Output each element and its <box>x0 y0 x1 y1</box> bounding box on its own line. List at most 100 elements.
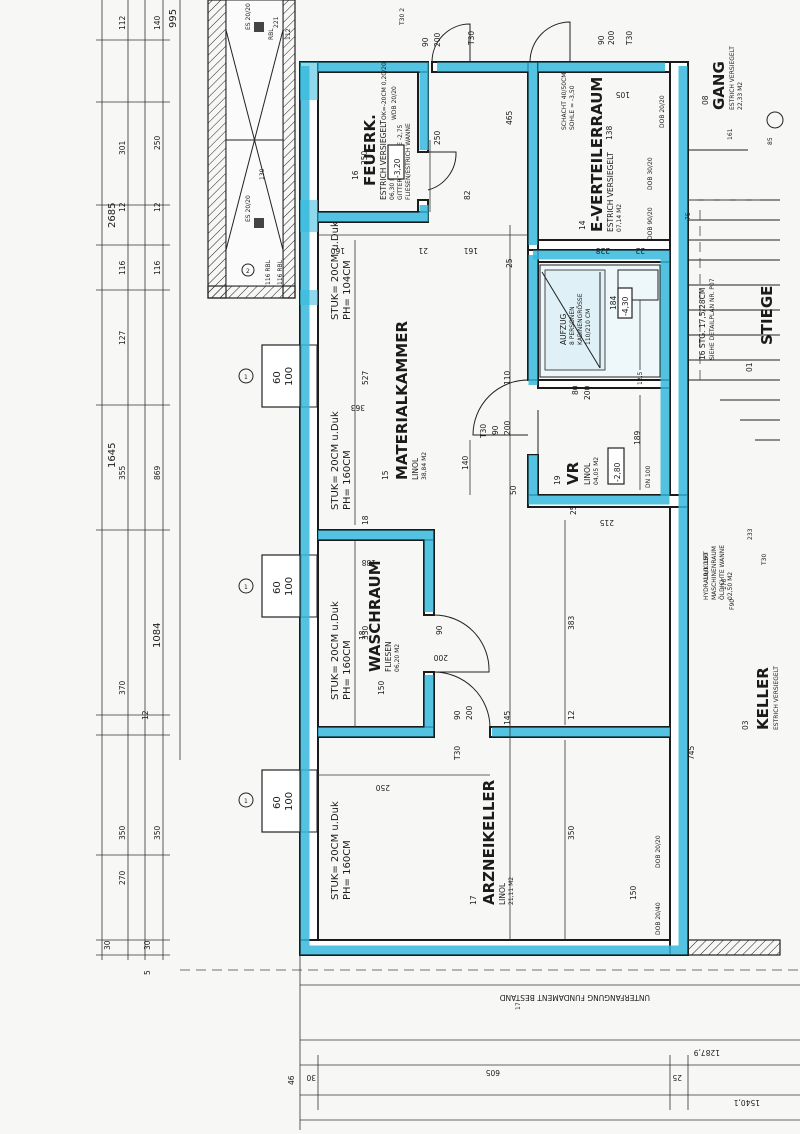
d-ev-228: 228 <box>595 246 610 255</box>
dim-112: 112 <box>118 15 127 30</box>
d-lift-383: 383 <box>567 615 576 630</box>
foundation-label: UNTERFANGUNG FUNDAMENT BESTAND <box>500 993 650 1002</box>
d-82: 82 <box>463 190 472 200</box>
left-dimension-labels: 2685 1645 1084 995 112 301 12 116 127 35… <box>103 9 179 975</box>
ev-area: 07,14 M2 <box>616 204 623 232</box>
win1-marker: 1 <box>244 374 248 381</box>
room-hydraulik: HYDRAULIKLUFT MASCHINENRAUM ÖLDICHTE WAN… <box>703 545 734 600</box>
d-mat-door-a: 90 <box>491 425 500 435</box>
left-dimension-lines <box>96 0 181 960</box>
dim-2685: 2685 <box>107 203 118 228</box>
stiege-name: STIEGE <box>758 286 776 345</box>
d-ev-105: 105 <box>615 90 630 99</box>
ks-150: 19/1 150 <box>703 553 710 580</box>
dim-116b: 116 <box>153 260 162 275</box>
ks-170: 170 <box>721 578 728 590</box>
d-arz-door-t: T30 <box>453 746 462 761</box>
d-12-mid: 12 <box>567 710 576 720</box>
room-vr: 19 VR LINOL 04,05 M2 -2,80 <box>553 447 625 485</box>
vr-level: -2,80 <box>613 462 622 482</box>
ev-floor: ESTRICH VERSIEGELT <box>606 152 615 232</box>
ev-name: E-VERTEILERRAUM <box>588 77 606 232</box>
d-feuerk-w: 250 <box>360 150 369 165</box>
lift-name: AUFZUG <box>559 313 568 345</box>
d-21: 21 <box>418 246 428 255</box>
dob-5: DOB 20/20 <box>659 95 666 128</box>
dim-12c: 12 <box>153 202 162 212</box>
d-arz-w: 250 <box>375 783 390 792</box>
gang-floor: ESTRICH VERSIEGELT <box>729 46 736 110</box>
mat-name: MATERIALKAMMER <box>393 321 411 480</box>
dim-270: 270 <box>118 870 127 885</box>
d-1540: 1540,1 <box>734 1098 760 1107</box>
mat-ph-mid: PH= 160CM <box>342 450 353 510</box>
d-door-a2: 90 <box>597 35 606 45</box>
wasch-floor: FLIESEN <box>384 641 393 672</box>
mat-stuk-top: STUK= 20CM u.Duk <box>330 221 341 320</box>
dim-350: 350 <box>118 825 127 840</box>
d-mat-140: 140 <box>461 455 470 470</box>
dim-350b: 350 <box>153 825 162 840</box>
marker-2: 2 <box>246 268 250 275</box>
lift-cabin2: 110/210 CM <box>585 309 592 345</box>
feuerk-area: 06,30 M2 <box>389 172 396 200</box>
dob-1: DOB 20/20 <box>655 835 662 868</box>
ks-85: 85 <box>767 137 774 145</box>
doors <box>418 21 571 728</box>
es-label-2: ES 20/20 <box>245 195 252 222</box>
shaft-labels: ES 20/20 ES 20/20 RBL 130 221 112 116 RB… <box>245 3 292 285</box>
d-wash-door-a: 90 <box>435 625 444 635</box>
arz-floor: LINOL <box>498 882 507 905</box>
win1-w: 60 <box>272 371 283 384</box>
room-gang: 08 GANG ESTRICH VERSIEGELT 22,33 M2 <box>701 46 744 110</box>
room-keller: 03 KELLER ESTRICH VERSIEGELT <box>741 666 780 730</box>
es-label-1: ES 20/20 <box>245 3 252 30</box>
arz-name: ARZNEIKELLER <box>480 779 498 905</box>
d-wash-door-b: 200 <box>433 653 448 662</box>
win2-w: 60 <box>272 581 283 594</box>
d-feuerk-h: 250 <box>433 130 442 145</box>
hyd-floor: ÖLDICHTE WANNE <box>719 545 726 600</box>
mat-floor: LINOL <box>411 457 420 480</box>
feuerk-note2: FLIESEN/ESTRICH WANNE <box>405 123 412 200</box>
d-lift-189: 189 <box>633 430 642 445</box>
ks-233: 233 <box>747 528 754 540</box>
feuerk-number: 16 <box>351 170 360 180</box>
room-arznei: 17 ARZNEIKELLER LINOL 21,11 M2 STUK= 20C… <box>330 779 515 905</box>
dim-1645: 1645 <box>107 443 118 468</box>
arz-ph: PH= 160CM <box>342 840 353 900</box>
d-wash-h: 330 <box>361 625 370 640</box>
shaft-221: 221 <box>273 16 280 28</box>
ev-shaft2: SOHLE = -3,50 <box>569 85 576 130</box>
d-mat-door-b: 200 <box>503 420 512 435</box>
feuerk-vent2: WDB 20/20 <box>391 86 398 120</box>
arz-stuk: STUK= 20CM u.Duk <box>330 801 341 900</box>
bottom-lines <box>180 939 800 1130</box>
elevator <box>539 264 661 378</box>
stiege-number: 01 <box>745 362 754 372</box>
dim-301: 301 <box>118 140 127 155</box>
vr-name: VR <box>564 461 582 485</box>
win3-marker: 1 <box>244 798 248 805</box>
dim-370: 370 <box>118 680 127 695</box>
dim-12b: 12 <box>141 710 150 720</box>
d-30-bottom: 30 <box>306 1073 316 1082</box>
shaft-112: 112 <box>285 28 292 40</box>
d-arz-150: 150 <box>629 885 638 900</box>
win3-h: 100 <box>284 792 295 811</box>
ev-shaft1: SCHACHT 40/50CM <box>561 73 568 130</box>
d-lift-745: 745 <box>687 745 696 760</box>
rbl-label: RBL <box>268 28 275 40</box>
d-mat-h: 363 <box>350 403 365 412</box>
d-door-a: 90 <box>421 37 430 47</box>
d-lift-80: 80 <box>571 385 580 395</box>
existing-walls <box>207 0 296 299</box>
dim-30b: 30 <box>143 940 152 950</box>
dim-30a: 30 <box>103 940 112 950</box>
shaft-130: 130 <box>259 168 266 180</box>
d-wash-150: 150 <box>377 680 386 695</box>
d-25-top: 25 <box>505 258 514 268</box>
mat-ph-top: PH= 104CM <box>342 260 353 320</box>
dim-140: 140 <box>153 15 162 30</box>
